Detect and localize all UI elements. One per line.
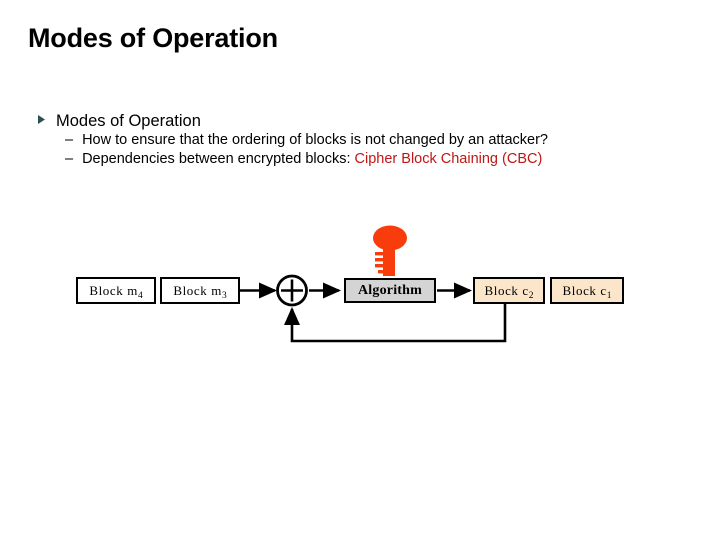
block-c2-label: Block c2 bbox=[484, 282, 534, 301]
bullet-list: Modes of Operation – How to ensure that … bbox=[38, 112, 698, 169]
block-algorithm[interactable]: Algorithm bbox=[344, 278, 436, 303]
block-c2[interactable]: Block c2 bbox=[473, 277, 545, 304]
bullet-level2-item: – How to ensure that the ordering of blo… bbox=[65, 131, 698, 150]
block-algorithm-label: Algorithm bbox=[357, 282, 422, 298]
block-m4[interactable]: Block m4 bbox=[76, 277, 156, 304]
bullet-level2-text: How to ensure that the ordering of block… bbox=[82, 132, 548, 148]
block-c1-label: Block c1 bbox=[562, 282, 612, 301]
xor-operator bbox=[276, 274, 308, 307]
bullet-level2-text: Dependencies between encrypted blocks: bbox=[82, 151, 355, 167]
dash-marker: – bbox=[65, 151, 74, 167]
bullet-level2-label: Dependencies between encrypted blocks: C… bbox=[82, 150, 542, 169]
bullet-level1-label: Modes of Operation bbox=[56, 112, 201, 130]
bullet-level2-highlight: Cipher Block Chaining (CBC) bbox=[354, 151, 543, 167]
block-c1[interactable]: Block c1 bbox=[550, 277, 624, 304]
block-m3[interactable]: Block m3 bbox=[160, 277, 240, 304]
block-m3-label: Block m3 bbox=[173, 282, 227, 301]
bullet-level2-item: – Dependencies between encrypted blocks:… bbox=[65, 150, 698, 169]
page-title: Modes of Operation bbox=[28, 23, 278, 53]
feedback-path-c2-to-xor bbox=[283, 303, 507, 343]
dash-marker: – bbox=[65, 132, 74, 148]
bullet-level2-label: How to ensure that the ordering of block… bbox=[82, 131, 548, 150]
block-m4-label: Block m4 bbox=[89, 282, 143, 301]
bullet-level1: Modes of Operation bbox=[38, 112, 698, 131]
key-icon bbox=[373, 225, 407, 276]
triangle-right-bullet-icon bbox=[38, 115, 45, 124]
